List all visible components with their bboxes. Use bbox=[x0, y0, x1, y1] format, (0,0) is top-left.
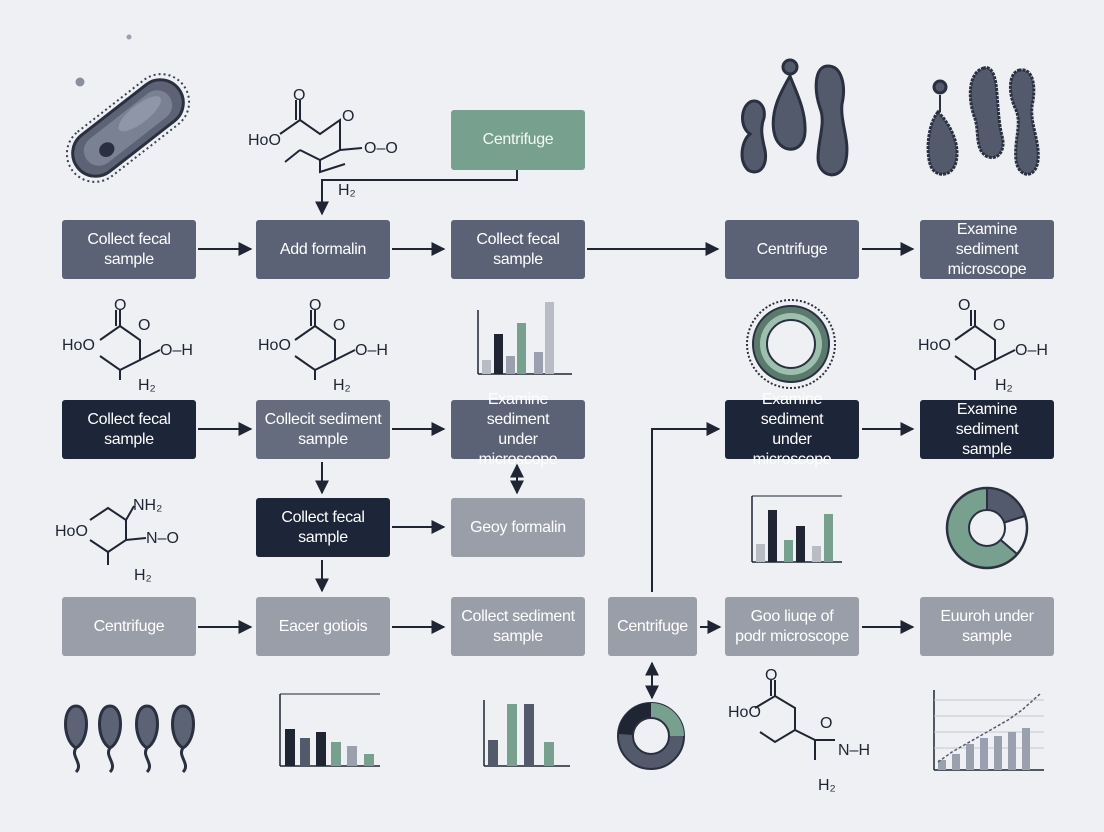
chemical-structure-icon bbox=[89, 505, 147, 565]
line-chart-icon bbox=[933, 690, 1044, 771]
chem-label: HoO bbox=[918, 337, 951, 354]
chem-label: H₂ bbox=[995, 377, 1013, 394]
node-geoy-formalin[interactable]: Geoy formalin bbox=[451, 498, 585, 557]
chem-label: N–O bbox=[146, 530, 179, 547]
node-add-formalin[interactable]: Add formalin bbox=[256, 220, 390, 279]
chem-label: O bbox=[993, 317, 1005, 334]
chem-label: O–H bbox=[160, 342, 193, 359]
dot-decoration bbox=[126, 34, 132, 40]
chem-label: H₂ bbox=[134, 567, 152, 584]
chem-label: O–H bbox=[1015, 342, 1048, 359]
chem-label: O–H bbox=[355, 342, 388, 359]
connector-layer bbox=[198, 168, 915, 700]
cells-icon bbox=[740, 58, 849, 177]
node-centrifuge-3[interactable]: Centrifuge bbox=[608, 597, 697, 656]
bacterium-icon bbox=[65, 73, 191, 183]
bar-chart-icon bbox=[477, 302, 572, 375]
chemical-structure-icon bbox=[279, 100, 363, 174]
chem-label: O bbox=[342, 108, 354, 125]
donut-chart-icon bbox=[617, 702, 685, 770]
chem-label: O bbox=[293, 87, 305, 104]
dot-decoration bbox=[75, 77, 85, 87]
bar-chart-icon bbox=[279, 693, 380, 767]
cells-icon bbox=[64, 704, 195, 774]
connector-arrow bbox=[315, 168, 518, 216]
chem-label: HoO bbox=[248, 132, 281, 149]
chem-label: O–O bbox=[364, 140, 398, 157]
node-eacer-gotiois[interactable]: Eacer gotiois bbox=[256, 597, 390, 656]
node-centrifuge[interactable]: Centrifuge bbox=[725, 220, 859, 279]
chem-label: O bbox=[138, 317, 150, 334]
chem-label: O bbox=[333, 317, 345, 334]
chem-label: HoO bbox=[258, 337, 291, 354]
chem-label: O bbox=[958, 297, 970, 314]
donut-chart-icon bbox=[945, 486, 1029, 570]
bar-chart-icon bbox=[483, 700, 570, 767]
hairy-cells-icon bbox=[926, 66, 1040, 176]
ring-icon bbox=[746, 299, 836, 389]
chem-label: H₂ bbox=[338, 182, 356, 199]
chem-label: O bbox=[820, 715, 832, 732]
chem-label: HoO bbox=[55, 523, 88, 540]
chemical-structure-icon bbox=[754, 680, 835, 760]
chemical-structure-icon bbox=[99, 310, 161, 380]
chem-label: O bbox=[114, 297, 126, 314]
chem-label: O bbox=[309, 297, 321, 314]
node-centrifuge-top[interactable]: Centrifuge bbox=[451, 110, 585, 170]
chem-label: H₂ bbox=[818, 777, 836, 794]
chem-label: O bbox=[765, 667, 777, 684]
chemical-structure-icon bbox=[954, 310, 1016, 380]
node-centrifuge-2[interactable]: Centrifuge bbox=[62, 597, 196, 656]
chem-label: HoO bbox=[728, 704, 761, 721]
chem-label: N–H bbox=[838, 742, 870, 759]
chem-label: H₂ bbox=[138, 377, 156, 394]
chem-label: NH₂ bbox=[133, 497, 162, 514]
chem-label: H₂ bbox=[333, 377, 351, 394]
connector-arrow bbox=[651, 422, 721, 592]
chemical-structure-icon bbox=[294, 310, 356, 380]
chem-label: HoO bbox=[62, 337, 95, 354]
bar-chart-icon bbox=[751, 495, 842, 563]
